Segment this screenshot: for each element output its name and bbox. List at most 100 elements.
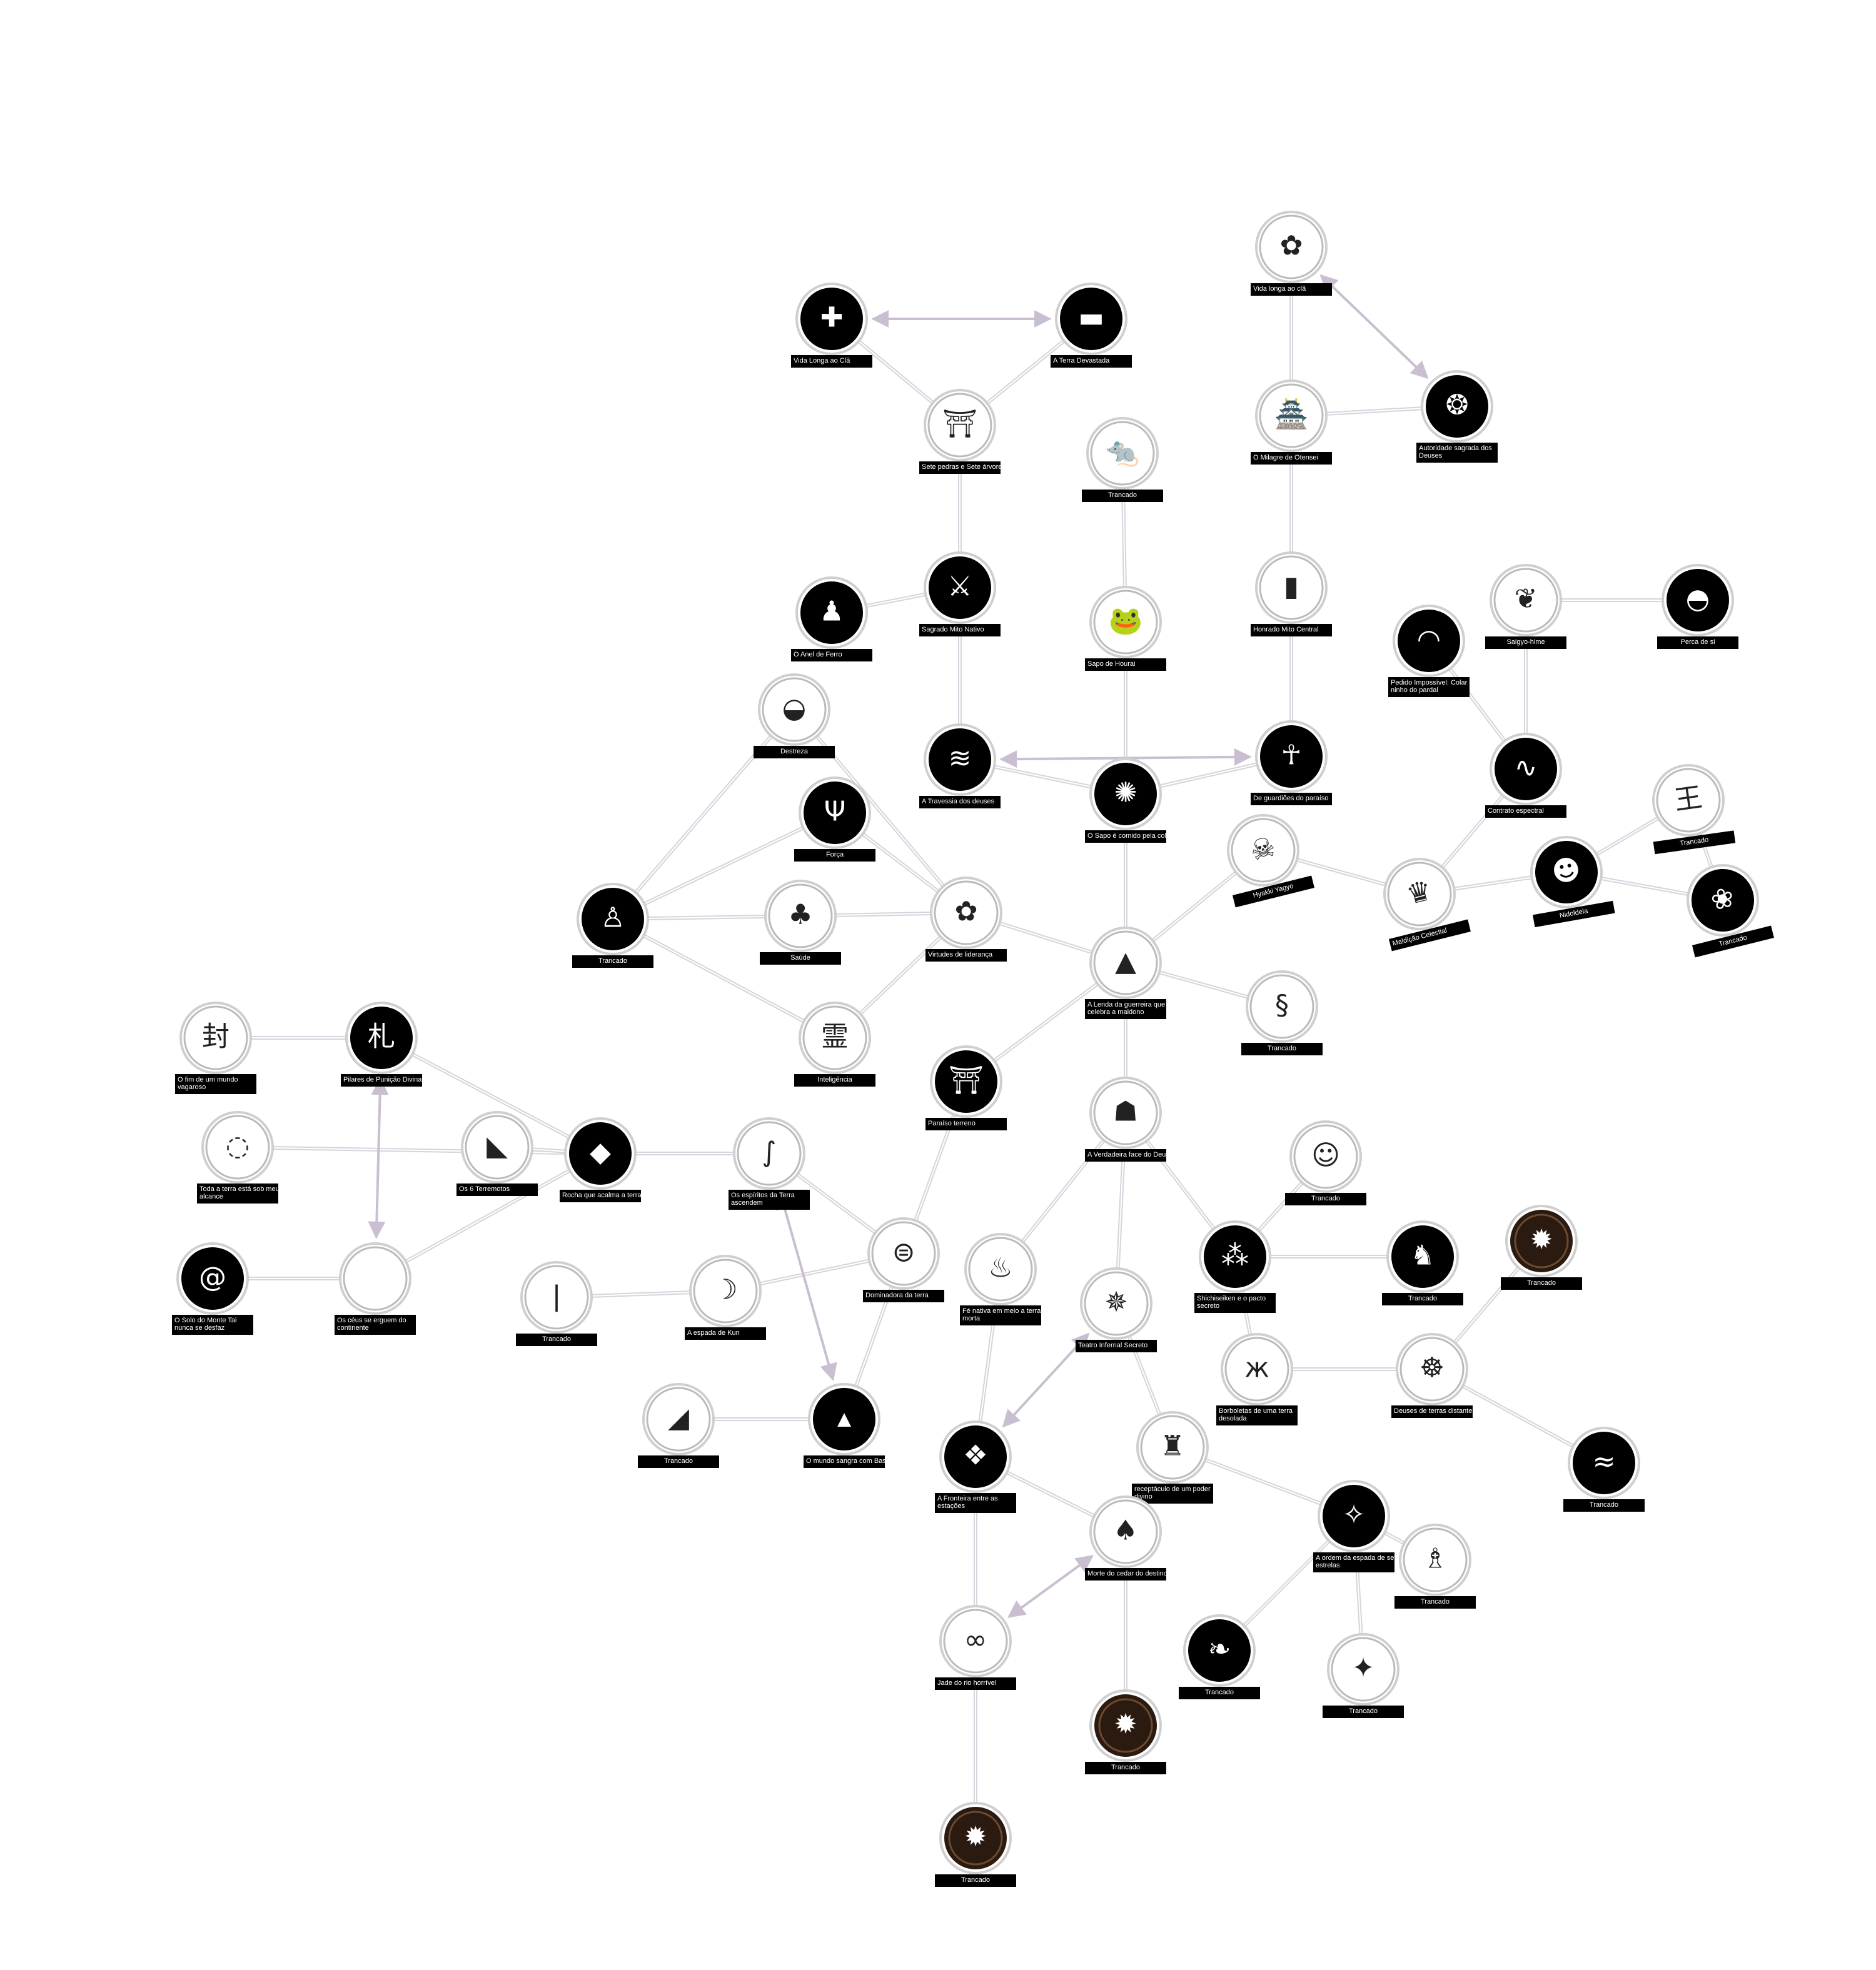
skill-node-guardioes-paraiso[interactable]: ☥De guardiões do paraíso xyxy=(1251,720,1332,805)
node-label-text: Trancado xyxy=(542,1335,571,1343)
tengu-icon: ✦ xyxy=(1352,1652,1375,1684)
skill-node-seis-terremotos[interactable]: ◣Os 6 Terremotos xyxy=(456,1111,538,1196)
skill-node-contrato-espectral[interactable]: ∿Contrato espectral xyxy=(1485,733,1566,818)
node-label-text: Trancado xyxy=(1590,1501,1618,1509)
skill-node-travessia-deuses[interactable]: ≋A Travessia dos deuses xyxy=(919,723,1001,808)
skill-node-sete-pedras[interactable]: ⛩Sete pedras e Sete árvores xyxy=(919,389,1006,474)
node-disc xyxy=(800,581,863,644)
skill-node-deuses-distantes[interactable]: ☸Deuses de terras distantes xyxy=(1391,1333,1476,1418)
skill-node-saude[interactable]: ♣Saúde xyxy=(760,880,841,965)
label-plate xyxy=(935,1874,1016,1887)
node-label-text: Dominadora da terra xyxy=(865,1292,929,1299)
skill-node-saigyo-hime[interactable]: ❦Saigyo-hime xyxy=(1485,564,1566,649)
skill-node-destreza[interactable]: ◒Destreza xyxy=(754,673,835,758)
skill-node-trancado-doll[interactable]: ♗Trancado xyxy=(1394,1524,1476,1609)
skill-node-morte-cedar[interactable]: ♠Morte do cedar do destino xyxy=(1085,1495,1167,1581)
skill-node-trancado-monk[interactable]: ☺Trancado xyxy=(1285,1120,1366,1205)
node-disc xyxy=(935,1050,997,1113)
label-plate xyxy=(1416,443,1498,463)
skill-node-virtudes-lideranca[interactable]: ✿Virtudes de liderança xyxy=(925,877,1007,962)
skill-node-trancado-person[interactable]: ♙Trancado xyxy=(572,883,653,968)
node-disc xyxy=(343,1246,408,1311)
lantern-icon: ♜ xyxy=(1160,1430,1184,1462)
skill-node-teatro-infernal[interactable]: ✵Teatro Infernal Secreto xyxy=(1076,1267,1157,1352)
node-label-text: Virtudes de liderança xyxy=(928,951,993,958)
skill-node-honrado-mito[interactable]: ▮Honrado Mito Central xyxy=(1251,551,1332,636)
skill-node-terra-devastada[interactable]: ▬A Terra Devastada xyxy=(1051,283,1132,368)
node-disc xyxy=(1231,818,1296,883)
node-label: De guardiões do paraíso xyxy=(1251,793,1332,805)
skill-node-anel-ferro[interactable]: ♟O Anel de Ferro xyxy=(791,576,872,661)
skill-node-trancado-leaf[interactable]: ❧Trancado xyxy=(1179,1614,1260,1699)
skill-node-espada-kun[interactable]: ☽A espada de Kun xyxy=(685,1255,766,1340)
skill-node-vida-longa-cla-2[interactable]: ✿Vida longa ao clã xyxy=(1251,211,1332,296)
skill-node-trancado-wheel-1[interactable]: ✹Trancado xyxy=(1501,1205,1582,1290)
skill-node-trancado-wheel-3[interactable]: ✹Trancado xyxy=(935,1802,1016,1887)
node-label-text: Trancado xyxy=(1408,1295,1437,1302)
skill-node-mundo-sangra[interactable]: ▴O mundo sangra com Basalto xyxy=(804,1383,897,1468)
skill-node-sagrado-mito[interactable]: ⚔Sagrado Mito Nativo xyxy=(919,551,1001,636)
node-label: Saúde xyxy=(760,952,841,965)
label-plate xyxy=(804,1455,885,1468)
label-plate xyxy=(1251,452,1332,465)
skill-node-sapo-comido[interactable]: ✺O Sapo é comido pela cobra xyxy=(1085,758,1175,843)
node-disc xyxy=(1573,1432,1635,1494)
skill-node-nidoldela[interactable]: ☻Nidoldela xyxy=(1520,831,1615,928)
label-plate xyxy=(1216,1405,1298,1425)
skill-node-trancado-tree[interactable]: ❀Trancado xyxy=(1675,857,1774,958)
skill-node-milagre-otensei[interactable]: 🏯O Milagre de Otensei xyxy=(1251,379,1332,465)
bidirectional-arrow xyxy=(368,1077,389,1239)
node-label-text: Perca de si xyxy=(1680,638,1715,646)
skill-node-trancado-map[interactable]: ◢Trancado xyxy=(638,1383,719,1468)
node-label-text: Trancado xyxy=(1421,1598,1450,1606)
connector-line xyxy=(374,1152,602,1280)
skill-node-perca-de-si[interactable]: ◓Perca de si xyxy=(1657,564,1738,649)
label-plate xyxy=(729,1190,810,1210)
node-disc xyxy=(934,880,999,945)
node-disc xyxy=(1084,1271,1149,1336)
skill-node-trancado-rat[interactable]: 🐀Trancado xyxy=(1082,417,1163,502)
node-disc xyxy=(871,1221,936,1286)
skill-node-trancado-dancers[interactable]: ♞Trancado xyxy=(1382,1220,1463,1305)
skill-node-trancado-centipede[interactable]: ≈Trancado xyxy=(1563,1427,1645,1512)
skill-node-hyakki-yagyo[interactable]: ☠Hyakki Yagyo xyxy=(1215,807,1314,908)
gate-sketch-icon: ⛩ xyxy=(942,408,977,440)
label-plate xyxy=(1657,636,1738,649)
node-label: Trancado xyxy=(1241,1043,1323,1055)
skill-node-dominadora-terra[interactable]: ⊜Dominadora da terra xyxy=(863,1217,944,1302)
skill-node-jade-rio[interactable]: ∞Jade do rio horrível xyxy=(935,1605,1016,1690)
skill-node-trancado-dragon[interactable]: § Trancado xyxy=(1241,970,1323,1055)
skill-node-vida-longa-cla[interactable]: ✚Vida Longa ao Clã xyxy=(791,283,872,368)
node-disc xyxy=(762,677,827,742)
skill-node-paraiso-terreno[interactable]: ⛩Paraíso terreno xyxy=(925,1045,1007,1130)
dragon-icon: § xyxy=(1275,990,1289,1022)
skill-node-verdadeira-face[interactable]: ☗A Verdadeira face do Deus Secreto xyxy=(1085,1077,1195,1162)
skill-node-trancado-sword[interactable]: |Trancado xyxy=(516,1261,597,1346)
node-label: Vida longa ao clã xyxy=(1251,283,1332,296)
skill-node-rocha-acalma[interactable]: ◆Rocha que acalma a terra xyxy=(560,1117,642,1202)
skill-node-trancado-wheel-2[interactable]: ✹Trancado xyxy=(1085,1689,1166,1774)
skill-node-maldicao-celestial[interactable]: ♛Maldição Celestial xyxy=(1371,850,1471,952)
skill-node-trancado-tengu[interactable]: ✦Trancado xyxy=(1323,1633,1404,1718)
node-disc xyxy=(1391,1225,1454,1288)
skill-node-sapo-hourai[interactable]: 🐸Sapo de Hourai xyxy=(1085,586,1166,671)
node-label-text: Contrato espectral xyxy=(1488,807,1544,815)
